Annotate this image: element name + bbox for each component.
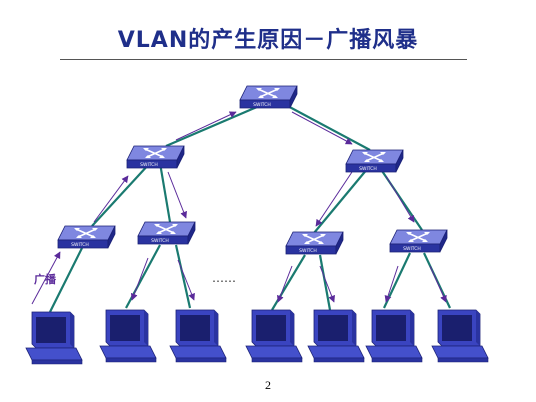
link-pc6 [383,252,411,309]
link-pc1 [49,247,83,313]
computer-icon [99,309,157,363]
pc-1 [25,311,83,365]
page-number: 2 [265,378,271,392]
pc-2 [99,309,157,363]
pc-3 [169,309,227,363]
link-r-a [313,167,369,234]
svg-text:SWITCH: SWITCH [71,242,89,248]
link-pc3 [174,244,192,309]
switch-mid-left: SWITCH [126,145,185,169]
link-l-b [158,162,172,223]
link-pc4 [271,254,306,311]
link-root-left [165,102,265,148]
broadcast-arrows [31,111,447,305]
computer-icon [365,309,423,363]
computer-icon [245,309,303,363]
svg-text:SWITCH: SWITCH [151,238,169,244]
computer-icon [307,309,365,363]
title-underline [60,59,467,60]
computer-icon [431,309,489,363]
switch-mid-right: SWITCH [345,149,404,173]
link-pc2 [125,244,161,309]
svg-text:SWITCH: SWITCH [403,246,421,252]
switch-leaf-1: SWITCH [57,225,116,249]
network-links [49,102,451,313]
computer-icon [25,311,83,365]
link-root-right [283,103,371,151]
computer-icon [169,309,227,363]
link-l-a [91,162,151,227]
slide-title: VLAN的产生原因－广播风暴 [117,28,419,53]
link-pc7 [423,252,451,309]
broadcast-label: 广播 [34,272,57,286]
svg-text:SWITCH: SWITCH [253,102,271,108]
switch-leaf-4: SWITCH [389,229,448,253]
switch-leaf-2: SWITCH [137,221,196,245]
svg-text:SWITCH: SWITCH [359,166,377,172]
ellipsis: …… [212,271,236,285]
pc-6 [365,309,423,363]
switch-root: SWITCH [239,85,298,109]
link-pc5 [318,254,332,311]
svg-text:SWITCH: SWITCH [140,162,158,168]
pc-4 [245,309,303,363]
switch-leaf-3: SWITCH [285,231,344,255]
pc-5 [307,309,365,363]
pc-7 [431,309,489,363]
svg-text:SWITCH: SWITCH [299,248,317,254]
